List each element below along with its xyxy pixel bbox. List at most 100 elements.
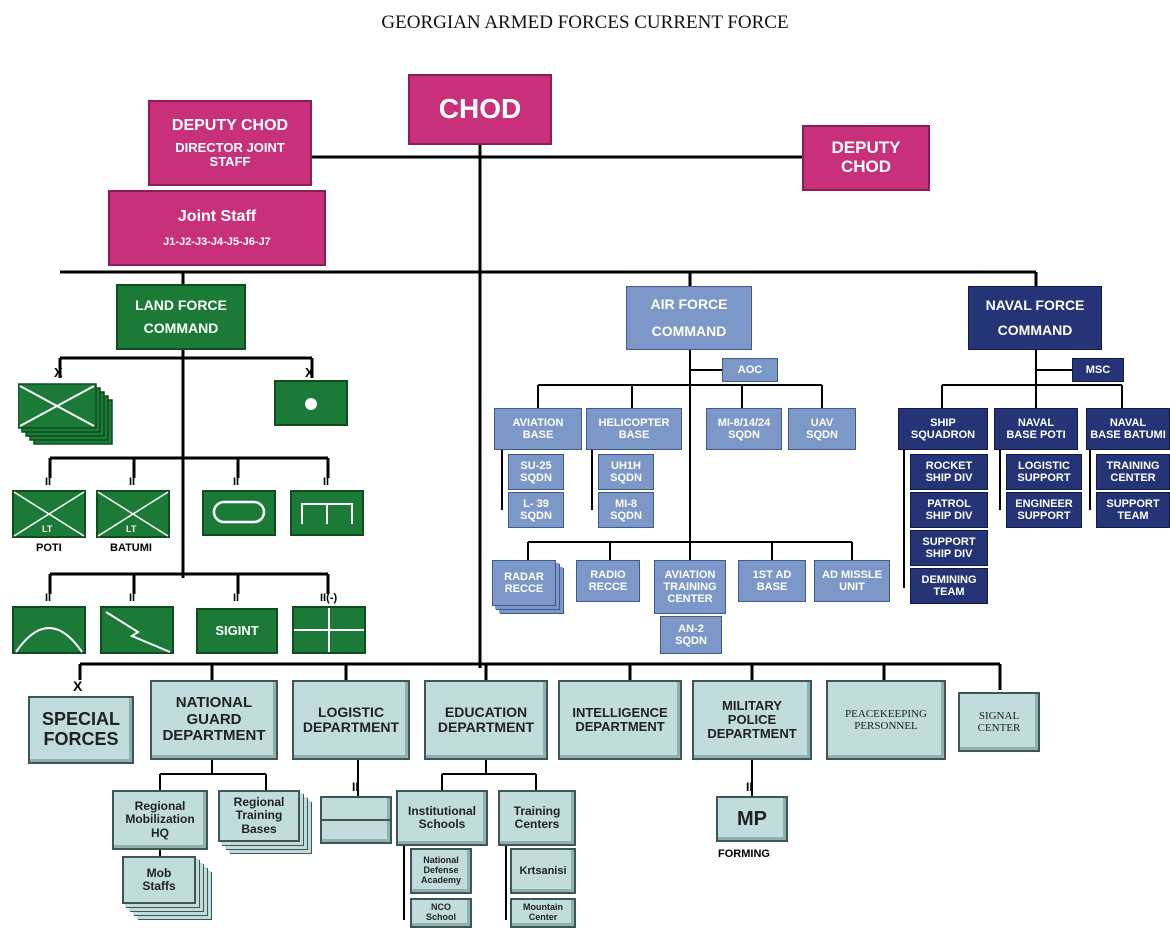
- deputy-chod-line2: CHOD: [840, 157, 892, 176]
- support-ship-div-box: SUPPORT SHIP DIV: [910, 530, 988, 566]
- training-center-line2: CENTER: [1110, 472, 1156, 484]
- mi-sqdn-box: MI-8/14/24 SQDN: [706, 408, 782, 450]
- training-center-box: TRAINING CENTER: [1096, 454, 1170, 490]
- mob-line2: Staffs: [142, 879, 176, 893]
- mountain-line1: Mountain: [523, 902, 563, 913]
- nda-line1: National: [423, 855, 459, 866]
- education-line2: DEPARTMENT: [437, 719, 535, 735]
- naval-force-line1: NAVAL FORCE: [985, 296, 1085, 313]
- air-force-line1: AIR FORCE: [650, 295, 728, 312]
- air-force-command-box: AIR FORCE COMMAND: [626, 286, 752, 350]
- ship-squadron-box: SHIP SQUADRON: [898, 408, 988, 450]
- recon-ii-mark: II: [45, 592, 52, 604]
- rocket-ship-div-box: ROCKET SHIP DIV: [910, 454, 988, 490]
- rm-line3: HQ: [151, 825, 169, 840]
- brigade-x-mark: X: [54, 365, 63, 380]
- avtc-line1: AVIATION: [664, 568, 716, 581]
- rm-line1: Regional: [134, 799, 186, 814]
- an2-sqdn-box: AN-2 SQDN: [660, 616, 722, 654]
- nco-line1: NCO: [431, 902, 451, 913]
- intelligence-line2: DEPARTMENT: [575, 719, 665, 734]
- logistic-support-line2: SUPPORT: [1017, 472, 1071, 484]
- deputy-chod-line1: DEPUTY: [831, 138, 901, 158]
- chart-title: GEORGIAN ARMED FORCES CURRENT FORCE: [381, 12, 789, 33]
- uh1h-line1: UH1H: [611, 459, 641, 472]
- recon-battalion-symbol: [12, 606, 86, 654]
- ship-squadron-line2: SQUADRON: [910, 429, 976, 441]
- aviation-base-line2: BASE: [522, 429, 554, 441]
- mi-sqdn-line1: MI-8/14/24: [717, 416, 771, 429]
- support-team-line2: TEAM: [1117, 510, 1149, 522]
- deputy-chod-box: DEPUTY CHOD: [802, 125, 930, 191]
- engineer-ii-mark: II: [323, 476, 330, 488]
- sigint-box: SIGINT: [196, 608, 278, 654]
- mi8-line2: SQDN: [610, 510, 642, 522]
- national-guard-box: NATIONAL GUARD DEPARTMENT: [150, 680, 278, 760]
- training-center-line1: TRAINING: [1106, 459, 1160, 472]
- mp-label: MP: [737, 808, 767, 830]
- tc-line2: Centers: [514, 817, 560, 831]
- ad-base-box: 1ST AD BASE: [738, 560, 806, 602]
- batumi-label: BATUMI: [110, 542, 152, 554]
- ad-base-line1: 1ST AD: [752, 568, 792, 581]
- su25-sqdn-box: SU-25 SQDN: [508, 454, 564, 490]
- peacekeeping-line1: PEACEKEEPING: [845, 707, 927, 720]
- support-team-box: SUPPORT TEAM: [1096, 492, 1170, 528]
- engineer-support-box: ENGINEER SUPPORT: [1006, 492, 1082, 528]
- nco-line2: School: [425, 912, 456, 922]
- patrol-line2: SHIP DIV: [925, 510, 973, 522]
- ng-line2: GUARD: [186, 710, 242, 728]
- regional-mobilization-hq-box: Regional Mobilization HQ: [112, 790, 208, 850]
- rtb-line3: Bases: [241, 821, 277, 836]
- peacekeeping-line2: PERSONNEL: [854, 720, 918, 732]
- ad-missile-unit-box: AD MISSLE UNIT: [814, 560, 890, 602]
- aviation-base-box: AVIATION BASE: [494, 408, 582, 450]
- armor-ii-mark: II: [233, 476, 240, 488]
- chod-box: CHOD: [408, 74, 552, 145]
- logistic-battalion-box: [320, 796, 392, 844]
- aoc-box: AOC: [722, 358, 778, 382]
- land-force-command-box: LAND FORCE COMMAND: [116, 284, 246, 350]
- mob-line1: Mob: [146, 865, 172, 880]
- infantry-brigade-symbol: [18, 383, 113, 445]
- ad-missile-line1: AD MISSLE: [822, 568, 882, 581]
- signal-battalion-symbol: [100, 606, 174, 654]
- mi8-sqdn-box: MI-8 SQDN: [598, 492, 654, 528]
- artillery-brigade-symbol: [274, 380, 348, 426]
- logistic-department-box: LOGISTIC DEPARTMENT: [292, 680, 410, 760]
- poti-label: POTI: [36, 542, 62, 554]
- deputy-chod-director-line3: STAFF: [209, 153, 251, 169]
- armor-battalion-symbol: [202, 490, 276, 536]
- rocket-line2: SHIP DIV: [925, 472, 973, 484]
- peacekeeping-personnel-box: PEACEKEEPING PERSONNEL: [826, 680, 946, 760]
- msc-box: MSC: [1072, 358, 1124, 382]
- base-batumi-line2: BASE BATUMI: [1090, 429, 1166, 441]
- institutional-schools-box: Institutional Schools: [396, 790, 488, 846]
- intelligence-line1: INTELLIGENCE: [572, 704, 668, 720]
- rocket-line1: ROCKET: [925, 459, 973, 472]
- su25-line1: SU-25: [520, 459, 552, 472]
- radar-recce-box: RADAR RECCE: [492, 560, 556, 606]
- mp-dept-line1: MILITARY: [722, 697, 782, 713]
- base-batumi-line1: NAVAL: [1109, 416, 1147, 429]
- mob-staffs-box: Mob Staffs: [122, 856, 196, 904]
- special-line1: SPECIAL: [41, 709, 120, 730]
- medical-ii-minus-mark: II(-): [320, 592, 338, 604]
- medical-battalion-symbol: [292, 606, 366, 654]
- radio-recce-box: RADIO RECCE: [576, 560, 640, 602]
- deputy-chod-director-line2: DIRECTOR JOINT: [175, 139, 285, 155]
- intelligence-department-box: INTELLIGENCE DEPARTMENT: [558, 680, 682, 760]
- mountain-center-box: Mountain Center: [510, 898, 576, 928]
- engineer-support-line2: SUPPORT: [1017, 510, 1071, 522]
- ad-missile-line2: UNIT: [839, 581, 865, 593]
- logistic-line1: LOGISTIC: [317, 703, 385, 720]
- uh1h-line2: SQDN: [610, 472, 642, 484]
- land-force-line1: LAND FORCE: [135, 296, 227, 313]
- engineer-support-line1: ENGINEER: [1015, 497, 1073, 510]
- krtsanisi-label: Krtsanisi: [519, 864, 567, 877]
- support-ship-line1: SUPPORT: [922, 535, 976, 548]
- uav-sqdn-box: UAV SQDN: [788, 408, 856, 450]
- national-defense-academy-box: National Defense Academy: [410, 848, 472, 894]
- naval-force-line2: COMMAND: [997, 322, 1073, 338]
